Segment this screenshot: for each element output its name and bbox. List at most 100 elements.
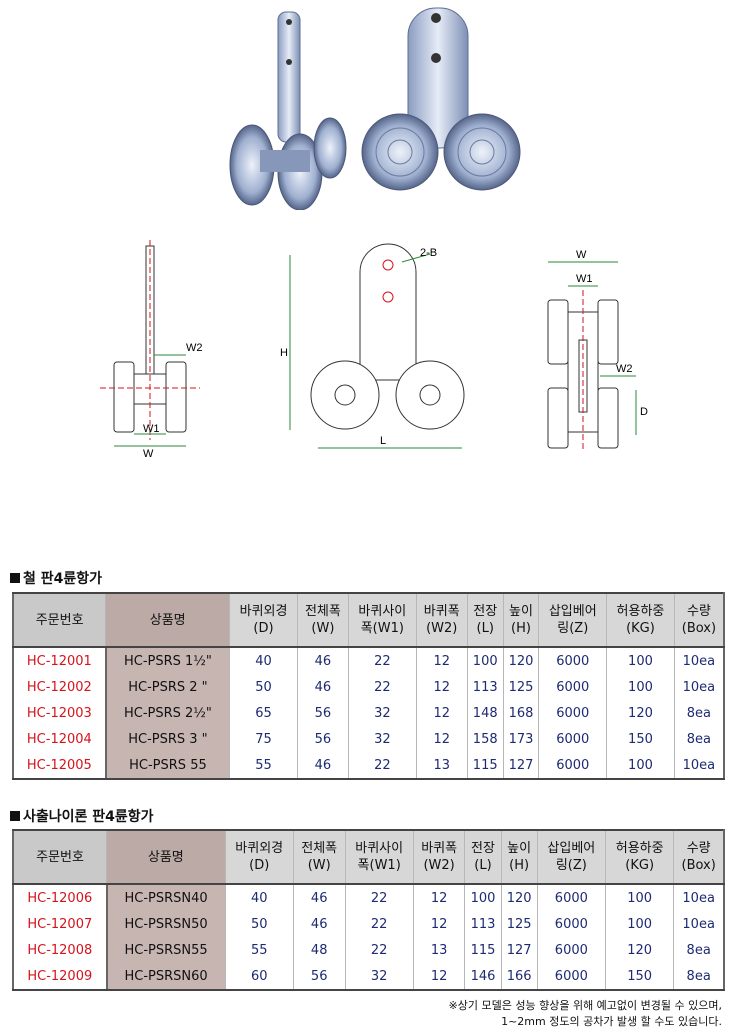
spec-value: 12 [412,963,466,991]
spec-value: 168 [502,700,540,726]
spec-value: 115 [464,937,502,963]
column-header: 상품명 [106,829,226,885]
column-header: 바퀴폭(W2) [412,829,466,885]
spec-value: 148 [466,700,504,726]
spec-value: 12 [415,647,468,674]
spec-value: 150 [606,726,675,752]
column-header: 수량(Box) [673,592,725,648]
spec-value: 10ea [673,674,725,700]
product-name: HC-PSRSN50 [106,911,226,937]
product-name: HC-PSRS 2 " [105,674,231,700]
spec-value: 120 [500,884,538,911]
label-side-w: W [143,448,154,460]
spec-value: 115 [466,752,504,780]
spec-value: 120 [605,937,675,963]
product-name: HC-PSRSN60 [106,963,226,991]
column-header: 높이(H) [500,829,538,885]
product-photo [229,7,521,210]
hanger-front-view [361,7,521,191]
column-header: 전체폭(W) [292,829,346,885]
label-top-w: W [576,249,587,261]
label-top-w2: W2 [616,363,633,375]
spec-value: 8ea [673,963,726,991]
order-code: HC-12007 [12,911,108,937]
spec-value: 10ea [673,647,725,674]
spec-value: 22 [344,884,414,911]
spec-value: 13 [412,937,466,963]
spec-value: 32 [347,700,417,726]
label-top-w1: W1 [576,273,593,285]
column-header: 주문번호 [12,829,108,885]
order-code: HC-12006 [12,884,108,911]
spec-value: 8ea [673,726,725,752]
spec-value: 50 [229,674,298,700]
column-header: 바퀴폭(W2) [415,592,468,648]
spec-value: 22 [347,647,417,674]
spec-value: 6000 [536,884,607,911]
spec-value: 56 [292,963,346,991]
spec-value: 12 [415,674,468,700]
spec-value: 46 [296,647,349,674]
hanger-side-view [229,11,347,210]
product-name: HC-PSRSN55 [106,937,226,963]
spec-value: 6000 [536,963,607,991]
column-header: 허용하중(KG) [605,829,675,885]
spec-value: 113 [464,911,502,937]
column-header: 허용하중(KG) [606,592,675,648]
spec-value: 75 [229,726,298,752]
spec-value: 12 [415,726,468,752]
label-side-w1: W1 [143,423,160,435]
spec-value: 40 [224,884,294,911]
footnote: ※상기 모델은 성능 향상을 위해 예고없이 변경될 수 있으며, 1~2mm … [448,999,722,1028]
column-header: 전장(L) [466,592,504,648]
spec-value: 55 [229,752,298,780]
spec-value: 166 [500,963,538,991]
section1-title: 철 판4륜항가 [10,568,102,588]
spec-value: 10ea [673,911,726,937]
spec-value: 12 [412,884,466,911]
product-name: HC-PSRS 3 " [105,726,231,752]
order-code: HC-12001 [12,647,107,674]
technical-drawing: W2 W1 W 2-B H L W W1 W2 D [100,240,648,460]
spec-value: 22 [347,674,417,700]
square-bullet-icon [10,811,20,821]
spec-value: 48 [292,937,346,963]
spec-value: 100 [464,884,502,911]
product-name: HC-PSRS 55 [105,752,231,780]
column-header: 수량(Box) [673,829,726,885]
column-header: 전장(L) [464,829,502,885]
spec-value: 6000 [538,752,608,780]
spec-value: 46 [296,674,349,700]
column-header: 바퀴외경(D) [224,829,294,885]
spec-value: 6000 [538,726,608,752]
spec-value: 8ea [673,937,726,963]
spec-value: 127 [500,937,538,963]
spec-value: 60 [224,963,294,991]
spec-value: 6000 [536,911,607,937]
spec-value: 22 [344,911,414,937]
spec-value: 113 [466,674,504,700]
spec-value: 22 [347,752,417,780]
label-front-l: L [380,435,386,447]
spec-value: 100 [606,752,675,780]
column-header: 높이(H) [502,592,540,648]
product-name: HC-PSRS 1½" [105,647,231,674]
order-code: HC-12005 [12,752,107,780]
spec-value: 32 [344,963,414,991]
column-header: 주문번호 [12,592,107,648]
spec-value: 12 [412,911,466,937]
front-view-drawing [289,243,465,449]
column-header: 전체폭(W) [296,592,349,648]
square-bullet-icon [10,573,20,583]
spec-value: 46 [292,911,346,937]
